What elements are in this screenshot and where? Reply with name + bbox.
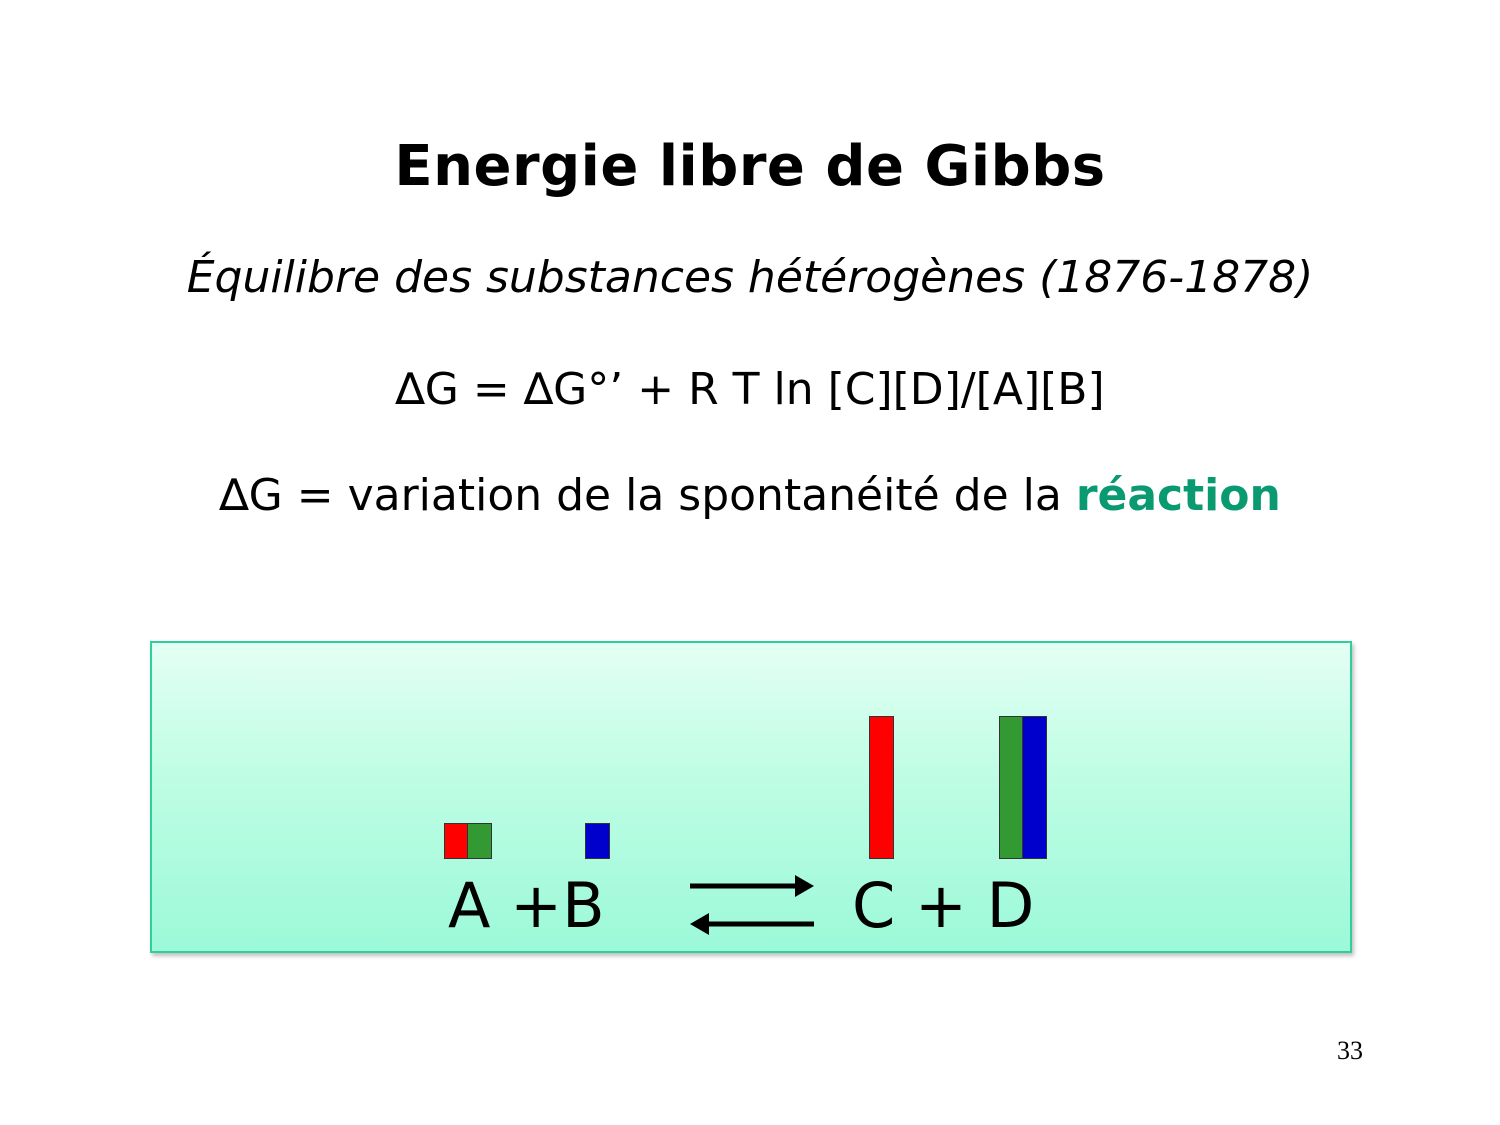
bar-d-green bbox=[999, 716, 1024, 859]
bar-a-red bbox=[444, 823, 469, 859]
reaction-diagram-box: A +B C + D bbox=[150, 641, 1352, 953]
gibbs-equation: ∆G = ∆G°’ + R T ln [C][D]/[A][B] bbox=[395, 364, 1105, 415]
slide-title: Energie libre de Gibbs bbox=[394, 134, 1106, 199]
reactants-label: A +B bbox=[448, 869, 605, 942]
delta-g-definition: ∆G = variation de la spontanéité de la r… bbox=[0, 466, 1500, 526]
page-number: 33 bbox=[1337, 1036, 1363, 1065]
bar-b-blue bbox=[585, 823, 610, 859]
equilibrium-arrows-icon bbox=[690, 875, 814, 935]
bar-c-red bbox=[869, 716, 894, 859]
products-label: C + D bbox=[852, 869, 1035, 942]
slide-subtitle: Équilibre des substances hétérogènes (18… bbox=[186, 252, 1314, 303]
bar-d-blue bbox=[1022, 716, 1047, 859]
definition-text: ∆G = variation de la spontanéité de la bbox=[219, 470, 1076, 521]
bar-a-green bbox=[467, 823, 492, 859]
definition-highlight: réaction bbox=[1075, 470, 1281, 521]
